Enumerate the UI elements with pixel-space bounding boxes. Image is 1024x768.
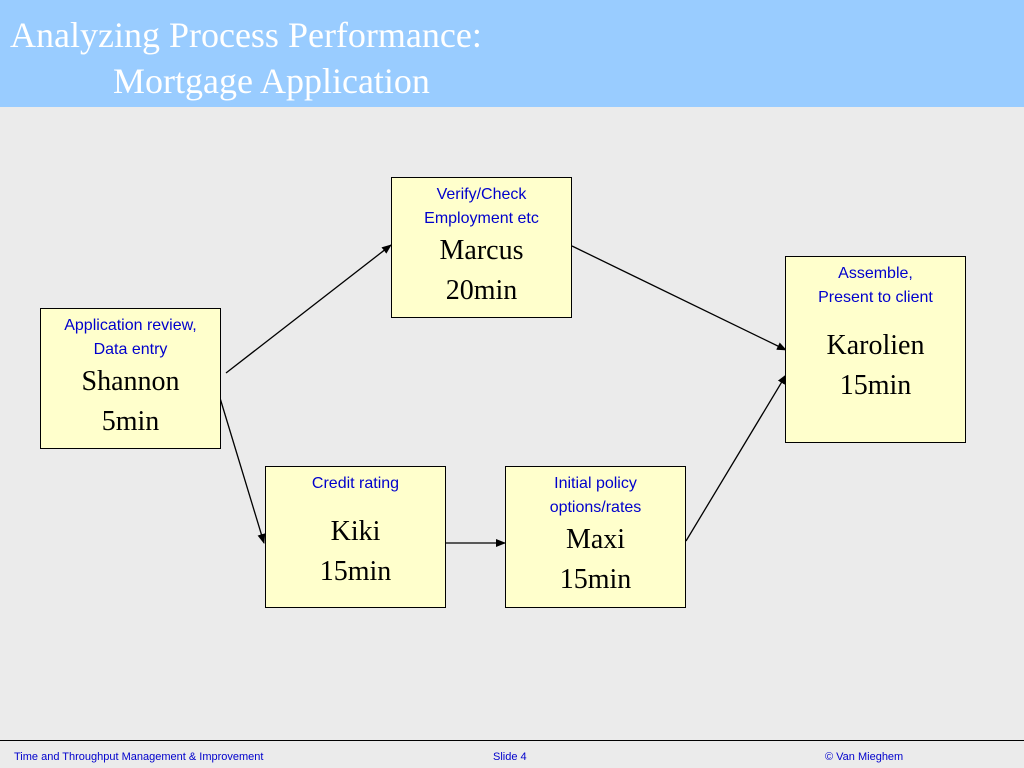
process-box-kiki: Credit rating Kiki 15min xyxy=(265,466,446,608)
task-line: Assemble, xyxy=(838,265,913,282)
task-label: Assemble, Present to client xyxy=(786,262,965,310)
person-name: Maxi xyxy=(565,524,626,555)
process-box-marcus: Verify/Check Employment etc Marcus 20min xyxy=(391,177,572,318)
task-line: Initial policy xyxy=(554,475,637,492)
task-line: Application review, xyxy=(64,317,197,334)
process-time: 15min xyxy=(319,556,392,587)
task-line: Data entry xyxy=(93,341,168,358)
slide-title-line-2: Mortgage Application xyxy=(113,61,430,101)
process-box-shannon: Application review, Data entry Shannon 5… xyxy=(40,308,221,449)
footer-divider xyxy=(0,740,1024,741)
task-line: options/rates xyxy=(549,499,642,516)
person-name: Marcus xyxy=(439,235,524,266)
task-label: Credit rating xyxy=(266,472,445,496)
task-line: Present to client xyxy=(818,289,933,306)
process-box-maxi: Initial policy options/rates Maxi 15min xyxy=(505,466,686,608)
person-name: Karolien xyxy=(826,330,925,361)
task-line: Credit rating xyxy=(311,475,400,492)
process-time: 15min xyxy=(839,370,912,401)
arrow-shannon-to-kiki xyxy=(219,397,266,544)
task-label: Application review, Data entry xyxy=(41,314,220,362)
footer-copyright: © Van Mieghem xyxy=(825,751,904,763)
person-name: Shannon xyxy=(81,366,180,397)
arrow-marcus-to-karolien xyxy=(571,245,787,351)
task-line: Verify/Check xyxy=(436,186,527,203)
process-time: 5min xyxy=(101,406,160,437)
title-bar: Analyzing Process Performance: Mortgage … xyxy=(0,0,1024,107)
process-time: 15min xyxy=(559,564,632,595)
footer-course-title: Time and Throughput Management & Improve… xyxy=(14,751,264,763)
footer-slide-number: Slide 4 xyxy=(493,751,527,763)
arrow-shannon-to-marcus xyxy=(225,244,392,374)
person-name: Kiki xyxy=(330,516,381,547)
process-box-karolien: Assemble, Present to client Karolien 15m… xyxy=(785,256,966,443)
slide-title-line-1: Analyzing Process Performance: xyxy=(10,15,482,55)
arrow-maxi-to-karolien xyxy=(685,374,787,542)
task-label: Initial policy options/rates xyxy=(506,472,685,520)
task-line: Employment etc xyxy=(424,210,539,227)
task-label: Verify/Check Employment etc xyxy=(392,183,571,231)
process-time: 20min xyxy=(445,275,518,306)
